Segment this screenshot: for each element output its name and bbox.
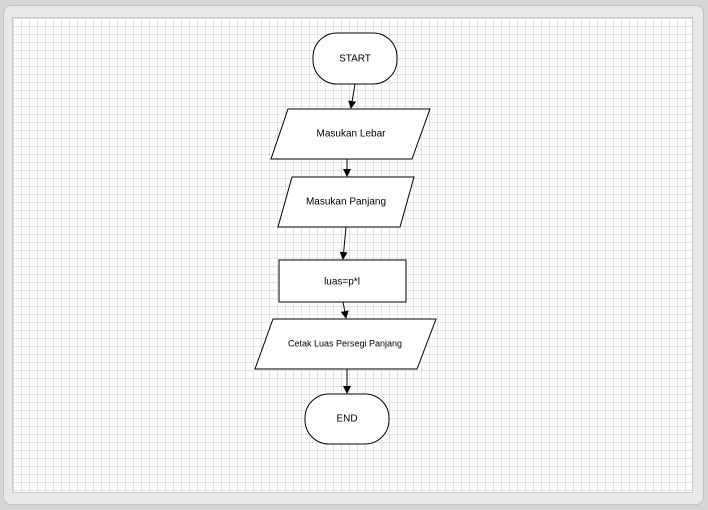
node-input-panjang[interactable]: Masukan Panjang <box>277 176 415 228</box>
node-end[interactable]: END <box>304 393 390 445</box>
node-input-lebar[interactable]: Masukan Lebar <box>270 108 431 160</box>
node-process[interactable]: luas=p*l <box>278 259 407 303</box>
edge-start-to-input-lebar <box>348 83 357 109</box>
node-output[interactable]: Cetak Luas Persegi Panjang <box>254 318 437 370</box>
node-end-label: END <box>336 414 357 425</box>
edge-process-to-output <box>340 301 349 319</box>
edges <box>339 83 357 394</box>
node-start-label: START <box>339 54 371 65</box>
node-process-label: luas=p*l <box>324 277 360 288</box>
node-start[interactable]: START <box>312 32 398 85</box>
edge-input-panjang-to-process <box>339 226 348 260</box>
node-input-panjang-label: Masukan Panjang <box>306 197 386 208</box>
node-input-lebar-label: Masukan Lebar <box>317 129 387 140</box>
node-output-label: Cetak Luas Persegi Panjang <box>288 338 402 348</box>
